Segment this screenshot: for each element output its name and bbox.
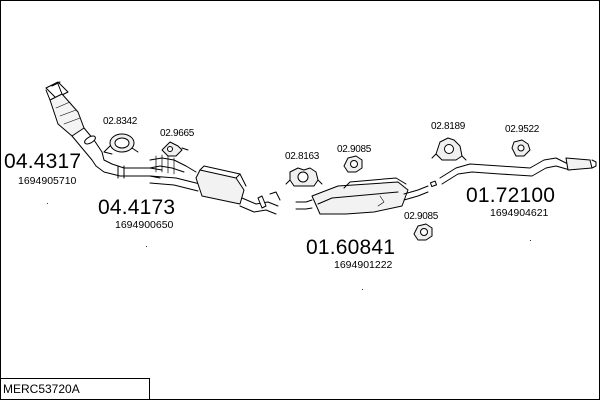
part-number-01-72100[interactable]: 01.72100 xyxy=(466,184,556,207)
dot-marker xyxy=(530,240,531,241)
part-number-04-4317[interactable]: 04.4317 xyxy=(4,150,82,173)
part-number-04-4173[interactable]: 04.4173 xyxy=(98,196,176,219)
rubber-mount-02-9085-upper xyxy=(343,155,363,173)
kit-code-box: MERC53720A xyxy=(0,378,150,400)
accessory-02-9665[interactable]: 02.9665 xyxy=(160,128,195,139)
part-ref-1694900650: 1694900650 xyxy=(115,219,174,231)
dot-marker xyxy=(146,246,147,247)
part-ref-1694904621: 1694904621 xyxy=(490,207,549,219)
rubber-mount-02-8189 xyxy=(431,137,467,161)
clamp-02-8342 xyxy=(103,133,139,155)
part-ref-1694901222: 1694901222 xyxy=(334,259,393,271)
part-ref-1694905710: 1694905710 xyxy=(18,175,77,187)
gasket-02-9665 xyxy=(161,141,189,157)
dot-marker xyxy=(47,203,48,204)
accessory-02-8342[interactable]: 02.8342 xyxy=(103,116,138,127)
rubber-mount-02-9085-lower xyxy=(413,223,433,241)
kit-code: MERC53720A xyxy=(3,382,80,396)
dot-marker xyxy=(362,289,363,290)
rubber-mount-02-9522 xyxy=(511,139,531,157)
front-pipe-catalyst xyxy=(149,154,281,215)
accessory-02-8163[interactable]: 02.8163 xyxy=(285,151,320,162)
part-number-01-60841[interactable]: 01.60841 xyxy=(306,236,396,259)
rear-silencer-pipe xyxy=(439,157,597,185)
rubber-mount-02-8163 xyxy=(285,167,323,187)
accessory-02-8189[interactable]: 02.8189 xyxy=(431,121,466,132)
accessory-02-9085-lower[interactable]: 02.9085 xyxy=(404,211,439,222)
middle-silencer xyxy=(295,177,438,215)
accessory-02-9085-upper[interactable]: 02.9085 xyxy=(337,144,372,155)
accessory-02-9522[interactable]: 02.9522 xyxy=(505,124,540,135)
